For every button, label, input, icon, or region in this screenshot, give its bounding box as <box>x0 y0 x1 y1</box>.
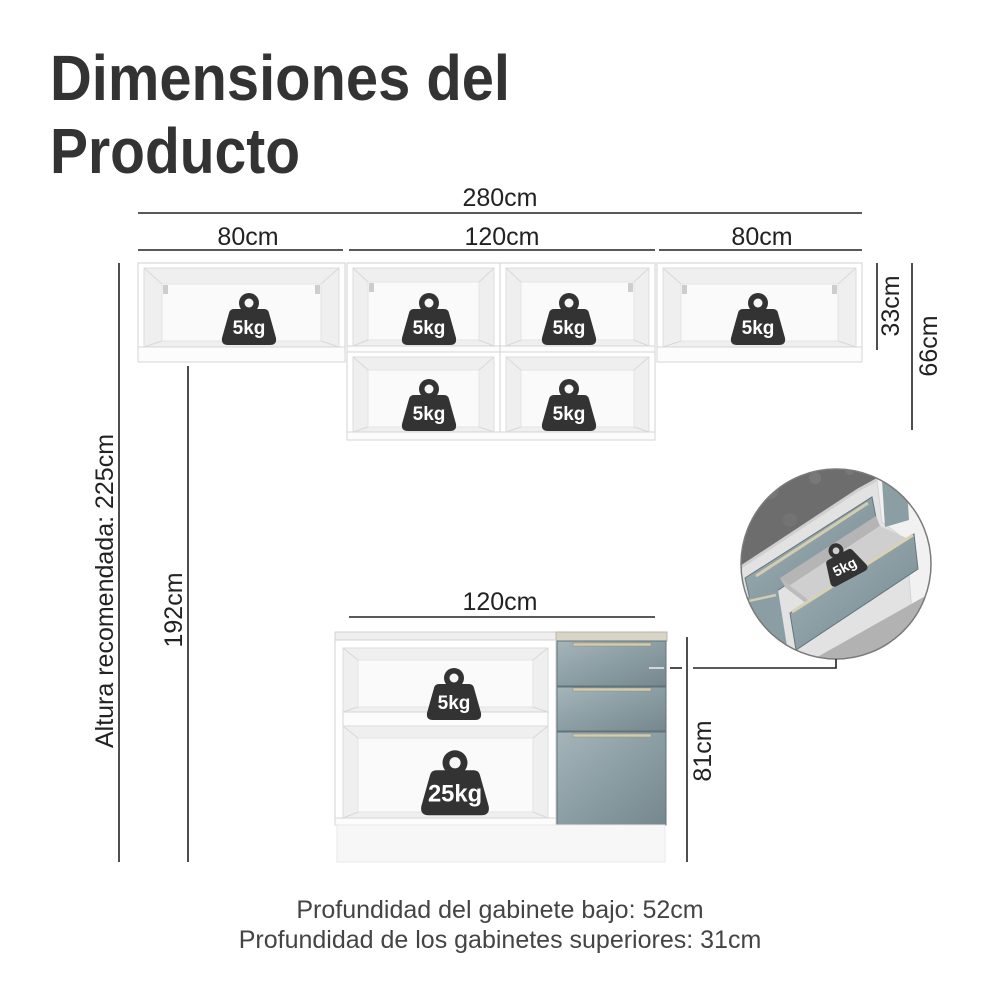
drawer-bottom <box>556 731 667 826</box>
load-label-upper-center-bottom-right: 5kg <box>553 404 586 425</box>
weight-icon: 5kg <box>730 293 786 345</box>
base-plinth <box>336 824 666 863</box>
drawer-middle-handle <box>572 687 652 692</box>
upper-center-bottom-left-compartment <box>352 356 495 433</box>
mount-height-label: 192cm <box>160 572 188 647</box>
base-countertop-right <box>555 631 668 642</box>
load-label-upper-center-bottom-left: 5kg <box>413 404 446 425</box>
weight-icon: 5kg <box>401 379 457 431</box>
weight-icon: 5kg <box>541 379 597 431</box>
base-height-label: 81cm <box>689 720 717 781</box>
base-countertop-left <box>334 631 557 641</box>
base-cabinet <box>334 631 668 863</box>
page-title-line1: Dimensiones del <box>50 42 510 114</box>
load-label-base-shelf: 5kg <box>438 693 471 714</box>
upper-depth-note: Profundidad de los gabinetes superiores:… <box>239 926 762 954</box>
load-label-upper-center-top-left: 5kg <box>413 318 446 339</box>
upper-right-width-label: 80cm <box>731 223 792 251</box>
total-width-label: 280cm <box>462 184 537 212</box>
weight-icon: 5kg <box>826 543 868 587</box>
load-label-upper-left: 5kg <box>233 318 266 339</box>
drawer-stack <box>556 640 667 826</box>
drawer-top <box>556 640 667 687</box>
weight-icon: 5kg <box>541 293 597 345</box>
weight-icon: 5kg <box>221 293 277 345</box>
upper-left-width-label: 80cm <box>217 223 278 251</box>
upper-cabinet-center <box>346 262 656 441</box>
drawer-top-handle <box>572 642 652 647</box>
upper-cabinet-height-label: 33cm <box>877 275 905 336</box>
upper-center-width-label: 120cm <box>464 223 539 251</box>
load-label-upper-center-top-right: 5kg <box>553 318 586 339</box>
weight-icon: 5kg <box>401 293 457 345</box>
load-label-upper-right: 5kg <box>742 318 775 339</box>
base-depth-note: Profundidad del gabinete bajo: 52cm <box>296 896 703 924</box>
drawer-bottom-handle <box>572 733 652 738</box>
weight-icon: 5kg <box>426 668 482 720</box>
drawer-middle <box>556 686 667 732</box>
upper-center-bottom-right-compartment <box>505 356 650 433</box>
load-label-base-floor: 25kg <box>428 781 482 808</box>
page-title-line2: Producto <box>50 115 300 187</box>
base-width-label: 120cm <box>462 588 537 616</box>
recommended-height-label: Altura recomendada: 225cm <box>91 434 119 748</box>
upper-center-height-label: 66cm <box>915 315 943 376</box>
inset-leader-line <box>649 659 837 669</box>
drawer-detail-inset: 5kg <box>740 468 932 660</box>
weight-icon: 25kg <box>421 750 489 816</box>
